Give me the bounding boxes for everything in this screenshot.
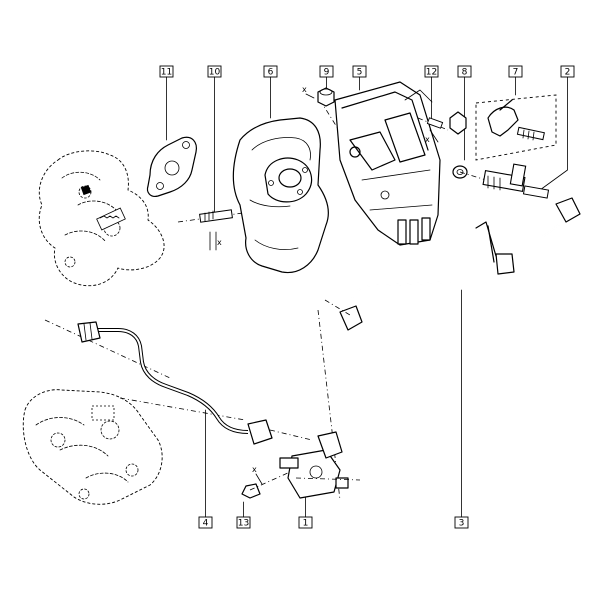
callout-12: 12 bbox=[424, 65, 439, 119]
callout-11-label: 11 bbox=[161, 68, 172, 78]
callout-12-label: 12 bbox=[426, 68, 437, 78]
callout-4: 4 bbox=[198, 409, 213, 529]
callout-4-label: 4 bbox=[203, 519, 209, 529]
fuel-pipe-part-3 bbox=[339, 197, 581, 331]
pressure-sensor-part-1 bbox=[269, 429, 361, 499]
heat-shield-part-6 bbox=[232, 117, 329, 274]
callout-13-label: 13 bbox=[238, 519, 249, 529]
callout-9-label: 9 bbox=[324, 68, 330, 78]
callout-7-label: 7 bbox=[513, 68, 519, 78]
x-mark-13: x bbox=[252, 465, 257, 474]
callout-3-label: 3 bbox=[459, 519, 465, 529]
fuel-pipe-part-4 bbox=[77, 321, 273, 445]
callout-2-label: 2 bbox=[565, 68, 571, 78]
bracket-part-5 bbox=[334, 81, 441, 246]
x-mark-9: x bbox=[302, 85, 307, 94]
washer-part-8 bbox=[449, 111, 468, 179]
x-mark-12: x bbox=[425, 135, 430, 144]
gasket-plate-part-11 bbox=[146, 136, 197, 197]
x-mark-10: x bbox=[217, 238, 222, 247]
callout-6-label: 6 bbox=[268, 68, 274, 78]
callout-3: 3 bbox=[454, 289, 469, 529]
engine-block-ghost bbox=[38, 150, 165, 287]
callout-2: 2 bbox=[539, 65, 575, 191]
callout-1-label: 1 bbox=[303, 519, 309, 529]
callout-11: 11 bbox=[159, 65, 174, 141]
callout-8-label: 8 bbox=[462, 68, 468, 78]
callout-5-label: 5 bbox=[357, 68, 363, 78]
callout-7: 7 bbox=[508, 65, 523, 96]
stud-bolt-part-10: x bbox=[177, 209, 251, 251]
clamp-part-7 bbox=[475, 94, 557, 161]
callout-6: 6 bbox=[263, 65, 278, 119]
fuel-pump-ghost bbox=[22, 389, 163, 505]
bolt-part-13: x bbox=[241, 465, 291, 499]
callout-5: 5 bbox=[352, 65, 367, 91]
callout-13: 13 bbox=[236, 501, 251, 529]
callout-10: 10 bbox=[207, 65, 222, 213]
callout-9: 9 bbox=[319, 65, 334, 91]
callout-10-label: 10 bbox=[209, 68, 221, 78]
injector-part-2 bbox=[459, 163, 550, 199]
screw-part-12: x bbox=[417, 117, 449, 144]
